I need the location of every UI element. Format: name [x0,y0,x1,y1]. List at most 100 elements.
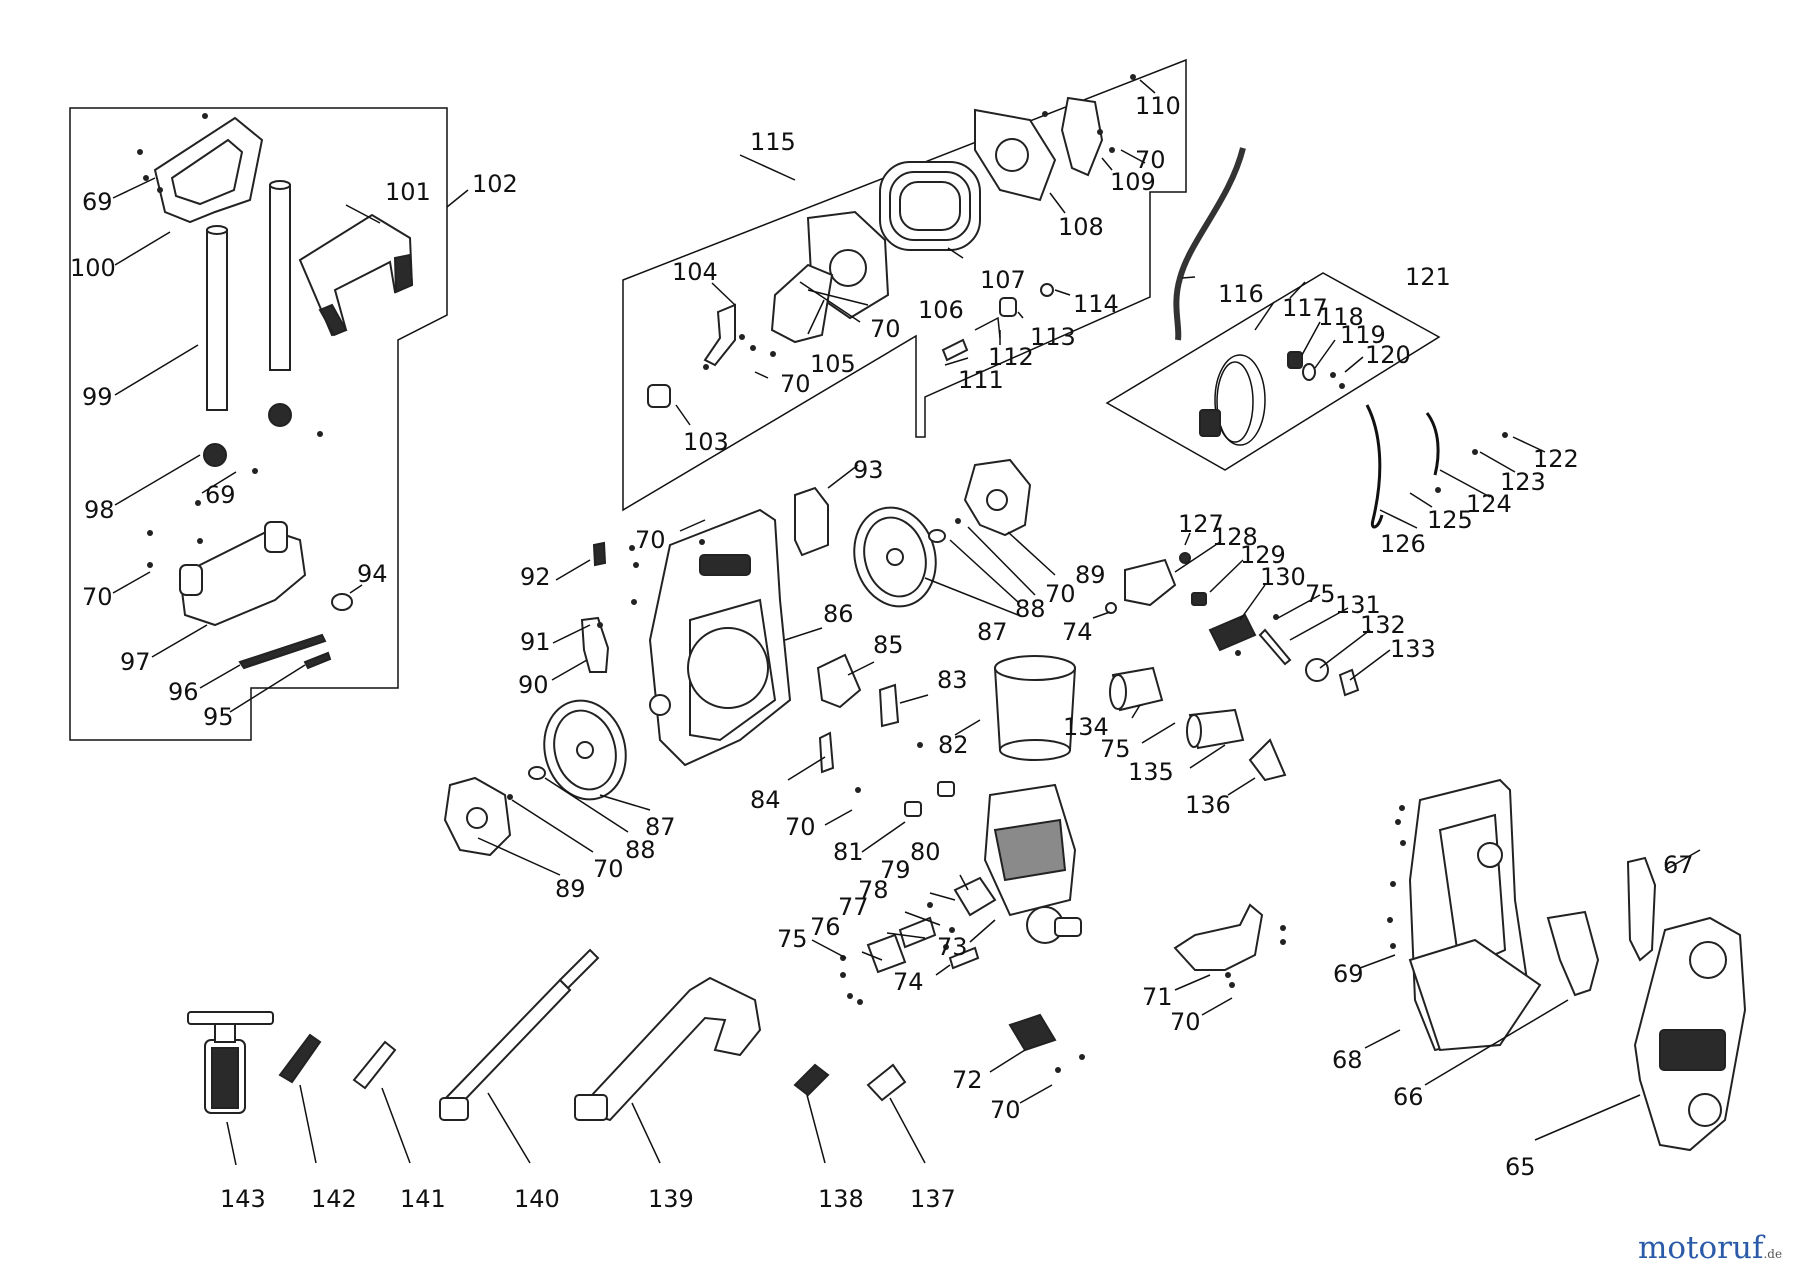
callout-labels: 102 101 69 100 99 98 69 70 94 97 96 95 1… [70,92,1694,1213]
pin-112-drawing [974,316,1001,339]
fitting-111-drawing [941,338,969,362]
switch-box-128-drawing [1124,558,1177,607]
callout-label: 93 [853,456,884,484]
callout-label: 113 [1030,323,1076,351]
callout-label: 80 [910,838,941,866]
group-outline-motor-cover [622,58,1187,512]
bracket-83-drawing [878,683,900,728]
callout-label: 121 [1405,263,1451,291]
callout-label: 125 [1427,506,1473,534]
callout-label: 70 [1135,146,1166,174]
oring-114-drawing [1040,283,1054,297]
callout-label: 119 [1340,321,1386,349]
callout-label: 75 [1305,580,1336,608]
callout-label: 104 [672,258,718,286]
callout-label: 77 [838,893,869,921]
watermark-suffix: .de [1763,1247,1782,1261]
lance-140-drawing [439,948,600,1121]
handle-top-grip-drawing [153,116,264,224]
callout-label: 94 [357,560,388,588]
bracket-105-drawing [770,263,834,344]
callout-label: 89 [1075,561,1106,589]
callout-label: 82 [938,731,969,759]
motor-drawing [983,783,1082,944]
callout-label: 86 [823,600,854,628]
callout-label: 115 [750,128,796,156]
panel-66-drawing [1546,910,1600,997]
cable-121-drawing [1199,354,1266,446]
callout-label: 69 [1333,960,1364,988]
clip-96-drawing [238,633,327,670]
callout-label: 71 [1142,983,1173,1011]
callout-label: 91 [520,628,551,656]
callout-label: 87 [645,813,676,841]
shaft-131-drawing [1258,628,1292,666]
callout-label: 135 [1128,758,1174,786]
cap-136-drawing [1248,738,1287,782]
spring-95-drawing [303,651,332,670]
callout-label: 143 [220,1185,266,1213]
callout-label: 136 [1185,791,1231,819]
callout-label: 141 [400,1185,446,1213]
bushing-103-drawing [647,384,671,408]
callout-label: 69 [82,188,113,216]
cover-93-drawing [794,486,829,557]
callout-label: 90 [518,671,549,699]
hose-116-drawing [1173,147,1246,341]
callout-label: 74 [893,968,924,996]
washer-88-upper-drawing [928,529,946,543]
callout-label: 116 [1218,280,1264,308]
callout-label: 72 [952,1066,983,1094]
callout-label: 87 [977,618,1008,646]
callout-label: 88 [1015,595,1046,623]
callout-label: 101 [385,178,431,206]
callout-label: 79 [880,856,911,884]
wire-126-drawing [1365,404,1384,529]
callout-label: 92 [520,563,551,591]
callout-label: 70 [635,526,666,554]
callout-label: 130 [1260,563,1306,591]
bushing-94-drawing [331,593,353,611]
callout-label: 107 [980,266,1026,294]
foam-bottle-143-drawing [187,1011,274,1114]
callout-label: 78 [858,876,889,904]
hubcap-89-upper-drawing [963,458,1032,537]
callout-label: 66 [1393,1083,1424,1111]
callout-label: 108 [1058,213,1104,241]
fan-housing-drawing [879,161,981,251]
callout-label: 122 [1533,445,1579,473]
callout-label: 85 [873,631,904,659]
callout-label: 73 [937,933,968,961]
callout-label: 76 [810,913,841,941]
callout-label: 70 [1045,580,1076,608]
callout-label: 118 [1318,303,1364,331]
bushing-81-upper-drawing [937,781,955,797]
callout-label: 83 [937,666,968,694]
front-cover-65-drawing [1633,916,1747,1152]
callout-label: 112 [988,343,1034,371]
wheel-upper-drawing [853,506,937,608]
coupler-137-drawing [866,1063,907,1102]
callout-label: 65 [1505,1153,1536,1181]
washer-88-lower-drawing [528,766,546,780]
knob-127-drawing [1179,552,1191,564]
tray-85-drawing [816,653,862,709]
callout-label: 88 [625,836,656,864]
housing-frame-68-drawing [1408,778,1542,1052]
bushing-81-lower-drawing [904,801,922,817]
lever-104-drawing [703,303,736,367]
oring-74-drawing [1105,602,1117,614]
callout-label: 123 [1500,468,1546,496]
callout-label: 102 [472,170,518,198]
callout-label: 81 [833,838,864,866]
callout-label: 132 [1360,611,1406,639]
callout-label: 127 [1178,510,1224,538]
watermark-brand: motoruf [1638,1230,1766,1266]
bushing-113-drawing [999,297,1017,317]
callout-label: 106 [918,296,964,324]
callout-label: 70 [990,1096,1021,1124]
board-76-drawing [866,933,907,974]
callout-label: 75 [1100,735,1131,763]
callout-label: 109 [1110,168,1156,196]
terminal-77-drawing [898,916,937,949]
